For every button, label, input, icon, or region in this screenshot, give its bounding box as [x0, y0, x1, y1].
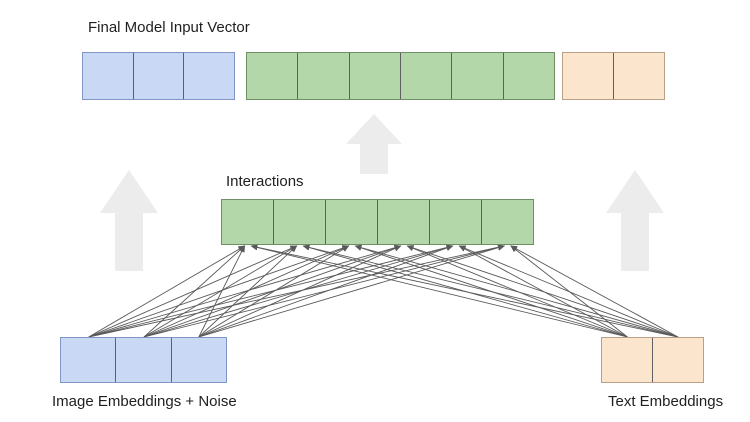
interaction-cell: [378, 200, 430, 244]
connection-line: [143, 245, 402, 338]
image-embedding-cell: [61, 338, 117, 382]
final-vector-interaction-cell: [349, 53, 401, 99]
image-embeddings-label: Image Embeddings + Noise: [52, 393, 237, 410]
connection-line: [198, 245, 298, 338]
image-embeddings-vector: [60, 337, 227, 383]
interaction-cell: [222, 200, 274, 244]
final-vector-interaction-segment: [246, 52, 555, 100]
final-vector-text-segment: [562, 52, 665, 100]
connection-line: [406, 245, 628, 338]
page-title: Final Model Input Vector: [88, 19, 250, 36]
connection-line: [143, 245, 298, 338]
final-vector-interaction-cell: [452, 53, 504, 99]
final-vector-interaction-cell: [503, 53, 554, 99]
text-embedding-cell: [653, 338, 703, 382]
connection-line: [198, 245, 350, 338]
connection-line: [250, 244, 628, 338]
interactions-vector: [221, 199, 534, 245]
interaction-cell: [326, 200, 378, 244]
text-embedding-cell: [602, 338, 653, 382]
connection-line: [198, 244, 505, 338]
text-embeddings-vector: [601, 337, 704, 383]
interaction-cell: [430, 200, 482, 244]
image-embedding-cell: [171, 338, 226, 382]
interaction-cell: [482, 200, 533, 244]
interaction-cell: [274, 200, 326, 244]
final-vector-image-cell: [184, 53, 235, 99]
interactions-label: Interactions: [226, 173, 304, 190]
connection-line: [198, 245, 245, 338]
final-vector-interaction-cell: [298, 53, 350, 99]
final-vector-interaction-cell: [400, 53, 453, 99]
connection-line: [302, 244, 628, 338]
connection-line: [143, 244, 505, 338]
connection-line: [143, 245, 350, 338]
arrow-image-to-final: [100, 170, 158, 271]
final-vector-text-cell: [614, 53, 664, 99]
final-vector-text-cell: [563, 53, 614, 99]
connection-line: [198, 245, 402, 338]
arrow-interactions-to-final: [346, 114, 402, 174]
connection-line: [143, 244, 454, 338]
connection-line: [198, 245, 454, 338]
final-vector-image-cell: [83, 53, 134, 99]
final-vector-image-segment: [82, 52, 235, 100]
arrow-text-to-final: [606, 170, 664, 271]
edge-bundle: [88, 244, 679, 338]
image-embedding-cell: [116, 338, 172, 382]
connection-line: [354, 245, 628, 338]
text-embeddings-label: Text Embeddings: [608, 393, 724, 410]
final-vector-image-cell: [133, 53, 185, 99]
connection-line: [458, 245, 628, 338]
final-vector-interaction-cell: [247, 53, 299, 99]
